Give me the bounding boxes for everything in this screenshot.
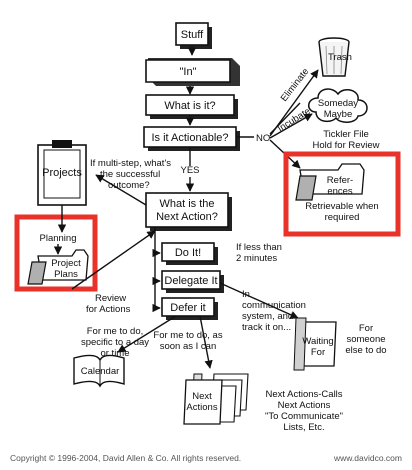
- do-it-label: Do It!: [175, 247, 201, 259]
- someone-label-1: For: [359, 323, 373, 334]
- review-label-1: Review: [95, 293, 126, 304]
- references-label-1: Refer-: [327, 175, 353, 186]
- hold-for-review-label: Hold for Review: [312, 140, 379, 151]
- project-plans-label-2: Plans: [54, 269, 78, 280]
- lists-label-1: Next Actions-Calls: [265, 389, 342, 400]
- in-tray: [145, 59, 231, 83]
- waiting-for-folder-icon: [293, 317, 337, 371]
- specific-label-1: For me to do,: [87, 326, 144, 337]
- waiting-label-2: For: [311, 347, 325, 358]
- defer-it-box: [161, 297, 215, 317]
- in-comm-label-1: In: [242, 289, 250, 300]
- project-plans-label-1: Project: [51, 258, 81, 269]
- review-label-2: for Actions: [86, 304, 131, 315]
- specific-label-3: or time: [100, 348, 129, 359]
- references-folder-icon: [295, 163, 365, 201]
- next-action-label-2: Next Action?: [156, 211, 218, 223]
- delegate-it-box: [161, 270, 221, 290]
- lists-label-4: Lists, Etc.: [283, 422, 324, 433]
- in-comm-label-3: system, and: [242, 311, 293, 322]
- yes-label: YES: [180, 165, 199, 176]
- calendar-label: Calendar: [81, 366, 120, 377]
- do-it-box: [161, 242, 215, 262]
- website-link[interactable]: www.davidco.com: [333, 453, 402, 463]
- delegate-it-label: Delegate It: [164, 275, 217, 287]
- planning-label: Planning: [40, 233, 77, 244]
- in-comm-label-4: track it on...: [242, 322, 291, 333]
- multi-step-label-3: outcome?: [108, 180, 150, 191]
- no-label: NO: [256, 133, 270, 144]
- next-action-label-1: What is the: [159, 198, 214, 210]
- references-highlight: [283, 151, 401, 237]
- projects-label: Projects: [42, 167, 82, 179]
- retrievable-label-2: required: [325, 212, 360, 223]
- retrievable-label-1: Retrievable when: [305, 201, 378, 212]
- trash-icon: [318, 37, 350, 77]
- someday-label: Someday: [318, 98, 358, 109]
- actionable-label: Is it Actionable?: [151, 132, 228, 144]
- next-actions-label-2: Actions: [186, 402, 217, 413]
- calendar-book-icon: [73, 354, 125, 388]
- someone-label-2: someone: [346, 334, 385, 345]
- defer-it-label: Defer it: [170, 302, 205, 314]
- next-action-box: [145, 192, 229, 228]
- specific-label-2: specific to a day: [81, 337, 149, 348]
- in-comm-label-2: communication: [242, 300, 306, 311]
- less-than-label-2: 2 minutes: [236, 253, 277, 264]
- trash-label: Trash: [328, 52, 352, 63]
- in-tray-label: "In": [180, 66, 197, 78]
- copyright-text: Copyright © 1996-2004, David Allen & Co.…: [10, 453, 241, 463]
- lists-label-3: "To Communicate": [265, 411, 343, 422]
- multi-step-label-2: the successful: [100, 169, 160, 180]
- what-is-it-label: What is it?: [164, 100, 215, 112]
- someday-maybe-cloud-icon: [308, 88, 368, 123]
- references-label-2: ences: [327, 186, 353, 197]
- waiting-label-1: Waiting: [302, 336, 333, 347]
- someone-label-3: else to do: [345, 345, 386, 356]
- less-than-label-1: If less than: [236, 242, 282, 253]
- tickler-file-label: Tickler File: [323, 129, 369, 140]
- projects-clipboard-icon: [37, 140, 87, 206]
- asap-label-1: For me to do, as: [153, 330, 222, 341]
- lists-label-2: Next Actions: [278, 400, 331, 411]
- maybe-label: Maybe: [324, 109, 353, 120]
- multi-step-label-1: If multi-step, what's: [90, 158, 171, 169]
- asap-label-2: soon as I can: [160, 341, 217, 352]
- next-actions-label-1: Next: [192, 391, 212, 402]
- project-plans-highlight: [14, 214, 98, 292]
- project-plans-folder-icon: [27, 249, 89, 285]
- stuff-label: Stuff: [181, 29, 204, 41]
- next-actions-folders-icon: [183, 373, 249, 425]
